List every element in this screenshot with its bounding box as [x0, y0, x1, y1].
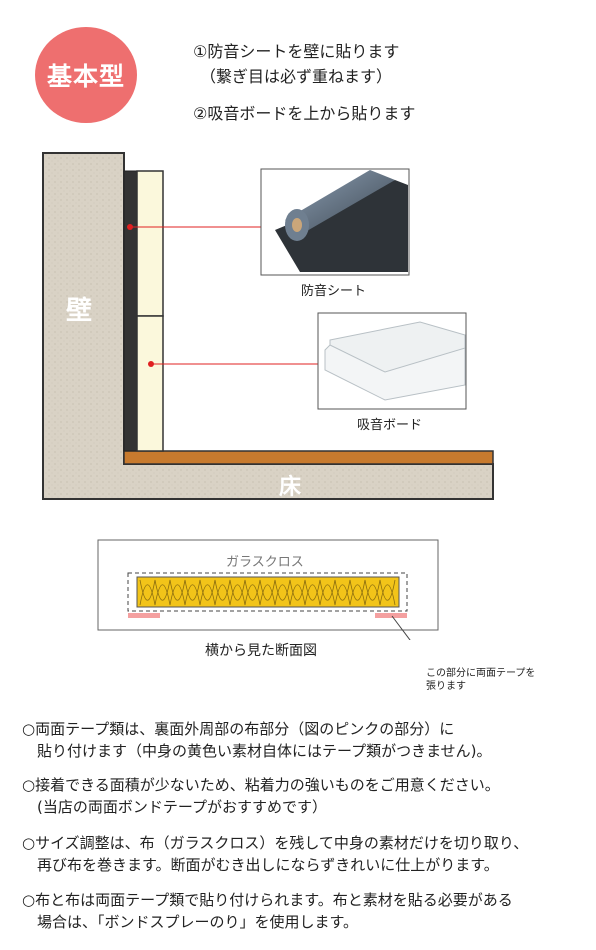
- badge-basic-type: 基本型: [35, 27, 137, 123]
- note2-line2: (当店の両面ボンドテープがおすすめです）: [22, 798, 327, 816]
- floor-label: 床: [279, 475, 302, 500]
- absorbent-board-lower: [136, 315, 164, 452]
- tape-note-line2: 張ります: [426, 681, 466, 692]
- board-caption: 吸音ボード: [357, 418, 423, 433]
- note3-line1: ○サイズ調整は、布（ガラスクロス）を残して中身の素材だけを切り取り、: [22, 834, 529, 852]
- absorbent-board-upper: [136, 170, 164, 317]
- note4-line2: 場合は、「ボンドスプレーのり」を使用します。: [22, 913, 359, 931]
- cross-section-caption: 横から見た断面図: [205, 643, 317, 659]
- tape-note-line1: この部分に両面テープを: [426, 668, 536, 679]
- step2-text: ②吸音ボードを上から貼ります: [193, 104, 416, 123]
- sheet-caption: 防音シート: [301, 284, 367, 299]
- wall-label: 壁: [66, 296, 93, 326]
- glass-wool-core: [136, 576, 400, 608]
- installation-diagram: [42, 152, 494, 500]
- soundproof-sheet-layer: [123, 170, 138, 452]
- note1-line2: 貼り付けます（中身の黄色い素材自体にはテープ類がつきません)。: [22, 742, 492, 760]
- board-marker: [148, 361, 154, 367]
- tape-area-left: [128, 613, 160, 618]
- note3-line2: 再び布を巻きます。断面がむき出しにならずきれいに仕上がります。: [22, 856, 499, 874]
- cross-section-diagram: [97, 539, 439, 640]
- tape-area-right: [375, 613, 407, 618]
- note4-line1: ○布と布は両面テープ類で貼り付けられます。布と素材を貼る必要がある: [22, 891, 513, 909]
- note2-line1: ○接着できる面積が少ないため、粘着力の強いものをご用意ください。: [22, 776, 500, 794]
- note1-line1: ○両面テープ類は、裏面外周部の布部分（図のピンクの部分）に: [22, 720, 455, 738]
- glass-cloth-label: ガラスクロス: [226, 555, 304, 570]
- step1-subtext: （繋ぎ目は必ず重ねます）: [200, 67, 393, 86]
- step1-text: ①防音シートを壁に貼ります: [193, 42, 400, 61]
- glass-cloth-outline: [127, 572, 408, 612]
- absorbent-board-photo: [317, 312, 467, 410]
- floor-finish-strip: [123, 450, 494, 465]
- glass-wool-texture: [139, 579, 396, 606]
- sheet-marker: [127, 224, 133, 230]
- soundproof-sheet-photo: [260, 168, 410, 276]
